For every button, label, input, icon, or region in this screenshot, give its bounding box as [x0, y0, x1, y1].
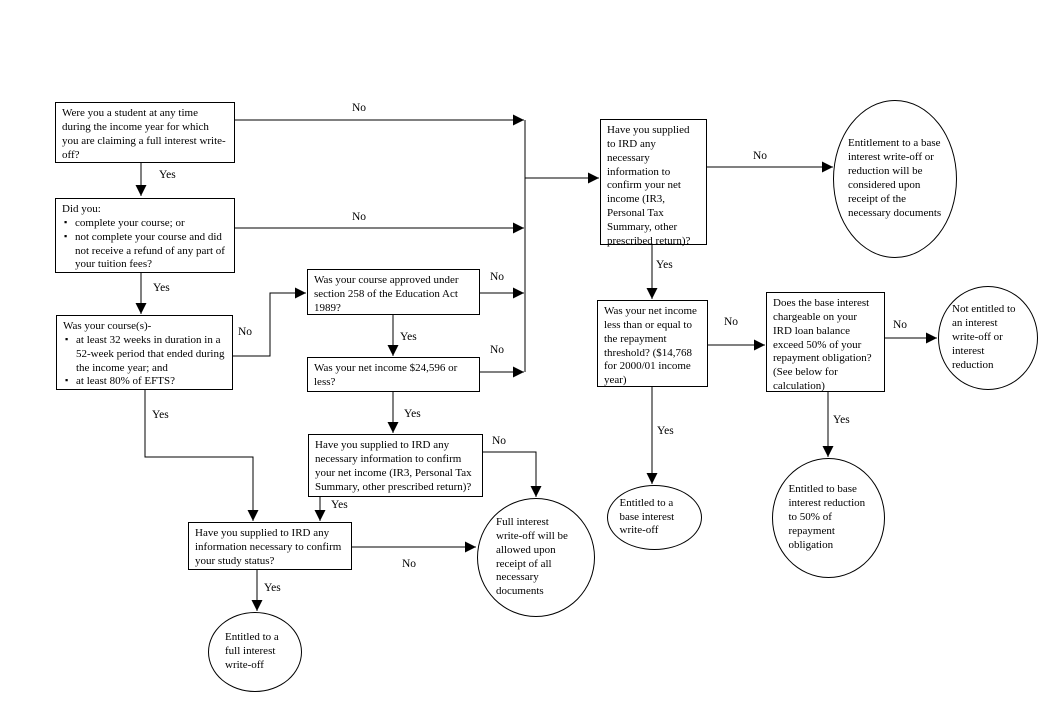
- node-course-duration-list: at least 32 weeks in duration in a 52-we…: [63, 334, 226, 389]
- node-course-approved: Was your course approved under section 2…: [307, 269, 480, 315]
- ellipse-text: Entitled to base interest reduction to 5…: [788, 483, 866, 551]
- ellipse-text: Full interest write-off will be allowed …: [496, 515, 568, 598]
- edge-duration-no-to-approved: [233, 287, 306, 357]
- edge-label-no: No: [402, 558, 417, 570]
- edge-label-no: No: [893, 319, 908, 331]
- edge-label-yes: Yes: [657, 425, 674, 437]
- node-study-status-info: Have you supplied to IRD any information…: [188, 522, 352, 570]
- edge-label-no: No: [492, 435, 507, 447]
- edge-label-yes: Yes: [264, 582, 281, 594]
- node-base-interest-exceeds: Does the base interest chargeable on you…: [766, 292, 885, 392]
- node-income-info-supplied-right: Have you supplied to IRD any necessary i…: [600, 119, 707, 247]
- node-outcome-base-writeoff: Entitled to a base interest write-off: [607, 485, 702, 550]
- edge-label-no: No: [352, 211, 367, 223]
- edge-label-no: No: [352, 102, 367, 114]
- node-outcome-entitlement-considered: Entitlement to a base interest write-off…: [833, 100, 957, 258]
- ellipse-text: Entitlement to a base interest write-off…: [848, 137, 942, 219]
- list-item: not complete your course and did not rec…: [62, 231, 228, 273]
- node-course-completion: Did you: complete your course; or not co…: [55, 198, 235, 273]
- edge-label-yes: Yes: [404, 408, 421, 420]
- node-course-duration: Was your course(s)- at least 32 weeks in…: [56, 315, 233, 390]
- list-item: at least 32 weeks in duration in a 52-we…: [63, 334, 226, 376]
- ellipse-text: Entitled to a full interest write-off: [225, 631, 279, 671]
- edge-infomid-no-to-pending: [483, 451, 542, 497]
- edge-label-yes: Yes: [400, 331, 417, 343]
- edge-label-no: No: [753, 150, 768, 162]
- edge-label-yes: Yes: [153, 282, 170, 294]
- ellipse-text: Entitled to a base interest write-off: [619, 496, 675, 537]
- node-course-duration-intro: Was your course(s)-: [63, 320, 152, 332]
- edge-label-yes: Yes: [656, 259, 673, 271]
- edge-duration-yes-to-study: [144, 390, 259, 521]
- node-outcome-base-reduction: Entitled to base interest reduction to 5…: [772, 458, 885, 578]
- edge-label-no: No: [238, 326, 253, 338]
- edge-label-yes: Yes: [833, 414, 850, 426]
- edge-label-yes: Yes: [159, 169, 176, 181]
- node-outcome-full-writeoff: Entitled to a full interest write-off: [208, 612, 302, 692]
- edge-label-yes: Yes: [152, 409, 169, 421]
- edge-label-no: No: [490, 271, 505, 283]
- node-student-question: Were you a student at any time during th…: [55, 102, 235, 163]
- node-course-completion-list: complete your course; or not complete yo…: [62, 217, 228, 272]
- node-income-info-supplied-mid: Have you supplied to IRD any necessary i…: [308, 434, 483, 497]
- node-course-completion-intro: Did you:: [62, 203, 101, 215]
- list-item: complete your course; or: [62, 217, 228, 231]
- ellipse-text: Not entitled to an interest write-off or…: [952, 303, 1016, 371]
- edge-label-no: No: [490, 344, 505, 356]
- edge-label-no: No: [724, 316, 739, 328]
- edge-label-yes: Yes: [331, 499, 348, 511]
- node-net-income-24596: Was your net income $24,596 or less?: [307, 357, 480, 392]
- list-item: at least 80% of EFTS?: [63, 375, 226, 389]
- node-outcome-not-entitled: Not entitled to an interest write-off or…: [938, 286, 1038, 390]
- node-repayment-threshold: Was your net income less than or equal t…: [597, 300, 708, 387]
- node-outcome-full-writeoff-pending: Full interest write-off will be allowed …: [477, 498, 595, 617]
